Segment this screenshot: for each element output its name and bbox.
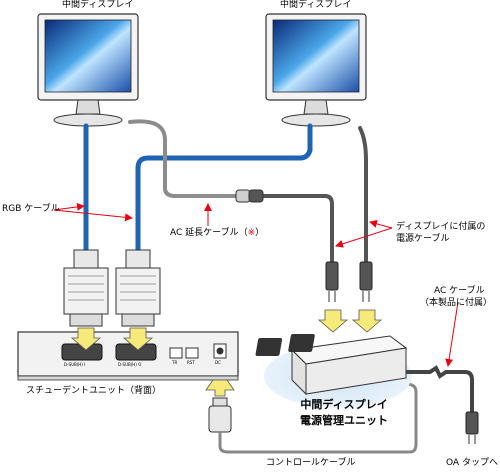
port-label-dc: DC [215, 360, 221, 365]
ac-cable [406, 365, 479, 444]
control-cable [208, 382, 418, 454]
right-display-label: 中間ディスプレイ [280, 0, 352, 10]
ac-extension-connector [235, 189, 264, 203]
display-power-cable-label-1: ディスプレイに付属の [396, 222, 486, 232]
ac-extension-cable-label: AC 延長ケーブル（※） [170, 228, 264, 239]
port-label-rst: RST [187, 360, 195, 365]
rgb-cables [83, 123, 313, 253]
rgb-connectors [63, 249, 161, 327]
display-power-cable-label-2: 電源ケーブル [396, 234, 450, 244]
left-display-label: 中間ディスプレイ [62, 0, 134, 10]
student-unit-label: スチューデントユニット（背面） [26, 386, 162, 396]
pointer-lines [53, 202, 459, 367]
ac-cable-label-1: AC ケーブル [434, 286, 485, 296]
power-unit-label-2: 電源管理ユニット [300, 414, 388, 427]
ac-extension-cable-close: ） [255, 228, 265, 238]
power-plugs [325, 261, 373, 302]
ac-extension-cable-text: AC 延長ケーブル（ [170, 228, 248, 238]
note-mark: ※ [247, 228, 256, 238]
insert-arrows [70, 309, 383, 397]
ac-extension-cable [128, 119, 368, 264]
rgb-cable-label: RGB ケーブル [2, 204, 60, 214]
student-unit [17, 331, 239, 381]
ac-cable-label-2: （本製品に付属） [420, 298, 493, 308]
port-label-dsub-out: D-SUB(H) O [118, 362, 142, 367]
port-label-tr: TR [172, 360, 178, 365]
control-cable-label: コントロールケーブル [266, 458, 356, 468]
left-monitor [37, 13, 139, 127]
port-label-dsub-in: D-SUB(H) I [64, 362, 86, 367]
power-unit-label-1: 中間ディスプレイ [300, 398, 388, 411]
power-management-unit [255, 334, 412, 408]
oa-tap-label: OA タップへ [446, 458, 498, 468]
right-monitor [265, 13, 367, 127]
